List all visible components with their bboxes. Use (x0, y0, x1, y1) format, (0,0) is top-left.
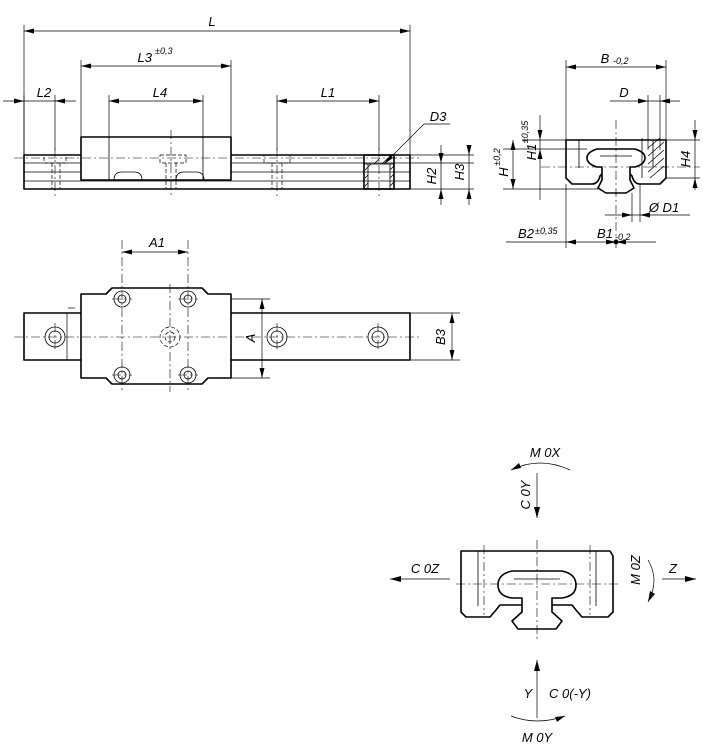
label-M0Y: M 0Y (522, 730, 554, 745)
dim-L3-tolerance: ±0,3 (155, 46, 172, 56)
dim-B1-tolerance: -0,2 (615, 232, 631, 242)
carriage-side (80, 136, 232, 181)
dim-L3: L3 (138, 50, 153, 65)
label-M0X: M 0X (530, 445, 562, 460)
dim-B2: B2 (518, 226, 535, 241)
carriage-load (460, 550, 614, 618)
dim-H2: H2 (424, 167, 439, 184)
dim-B1: B1 (597, 226, 613, 241)
end-view: B -0,2 D H1 ±0,35 H ±0,2 H4 (492, 51, 700, 250)
load-diagram: M 0X C 0Y C 0Z M 0Z Z Y C 0(-Y) M 0Y (390, 445, 696, 745)
dim-A1: A1 (148, 235, 165, 250)
dim-H1: H1 (524, 144, 539, 161)
label-M0Z: M 0Z (628, 554, 643, 585)
dim-A: A (243, 334, 258, 344)
top-view: A1 A B3 (14, 235, 460, 392)
label-C0Y: C 0Y (518, 479, 533, 509)
side-view: L L3 ±0,3 L4 L1 L2 D3 (3, 14, 474, 205)
dim-B: B (601, 51, 610, 66)
dim-L2: L2 (37, 85, 52, 100)
dim-B-tolerance: -0,2 (613, 56, 629, 66)
dim-L1: L1 (321, 85, 335, 100)
dim-D: D (619, 85, 628, 100)
label-Y: Y (524, 686, 534, 701)
dim-H1-tolerance: ±0,35 (520, 120, 530, 143)
dim-B2-tolerance: ±0,35 (535, 226, 558, 236)
label-C0-minusY: C 0(-Y) (549, 686, 591, 701)
dim-D3: D3 (430, 109, 447, 124)
dim-H: H (496, 167, 511, 177)
label-Z: Z (668, 561, 678, 576)
dim-H3: H3 (452, 163, 467, 180)
dim-D1: Ø D1 (648, 200, 679, 215)
dim-B3: B3 (433, 328, 448, 345)
dim-L4: L4 (153, 85, 167, 100)
carriage-top (80, 287, 232, 385)
dim-H4: H4 (678, 151, 693, 168)
dim-H-tolerance: ±0,2 (492, 148, 502, 165)
label-C0Z: C 0Z (411, 561, 440, 576)
dim-L: L (208, 14, 215, 29)
